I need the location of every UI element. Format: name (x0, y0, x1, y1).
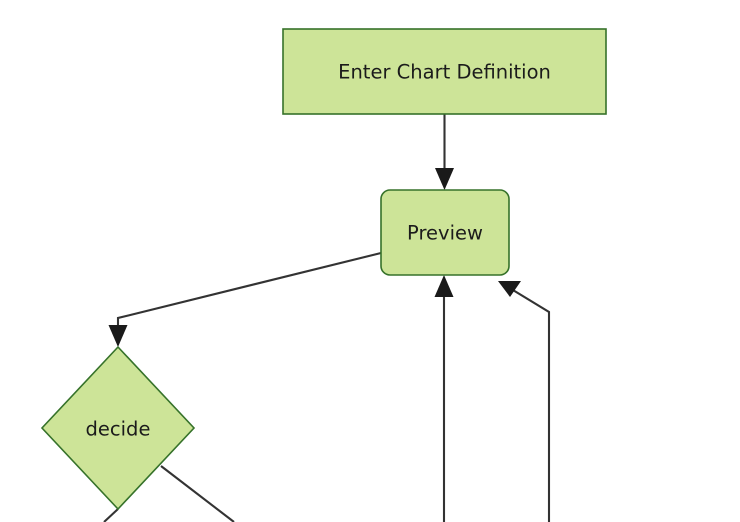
edge-line (116, 251, 382, 335)
node-diamond-shape (40, 345, 196, 511)
edge-into-preview-bottom-center[interactable] (434, 275, 454, 522)
edge-line (103, 508, 119, 522)
node-decide[interactable]: decide (40, 345, 196, 511)
nodes-layer: Enter Chart Definition Preview decide (40, 28, 607, 511)
arrow-head-icon (108, 325, 128, 347)
edge-decide-bottom-left[interactable] (103, 508, 119, 522)
arrow-head-icon (498, 281, 521, 297)
node-enter-chart-definition[interactable]: Enter Chart Definition (282, 28, 607, 115)
edge-into-preview-bottom-right[interactable] (498, 281, 551, 522)
node-rounded-rectangle-shape (380, 189, 510, 276)
edge-enter-to-preview[interactable] (435, 114, 454, 190)
arrow-head-icon (435, 168, 454, 190)
node-preview[interactable]: Preview (380, 189, 510, 276)
edge-line (160, 465, 235, 522)
edge-decide-bottom-right[interactable] (160, 465, 235, 522)
arrow-head-icon (434, 275, 454, 297)
node-label: Preview (407, 222, 483, 245)
node-label: decide (86, 418, 151, 441)
edge-preview-to-decide[interactable] (108, 251, 382, 347)
node-rectangle-shape (282, 28, 607, 115)
edges-layer (103, 114, 551, 522)
node-label: Enter Chart Definition (338, 61, 551, 84)
edge-line (507, 286, 551, 522)
